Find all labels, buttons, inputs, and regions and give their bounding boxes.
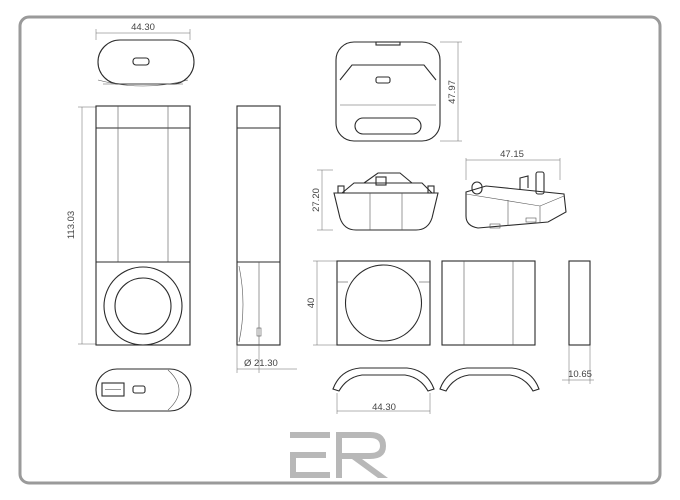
bottom-view: [95, 368, 192, 412]
er-logo: [290, 432, 388, 478]
dim-side-width: 47.15: [500, 149, 524, 160]
dim-thickness: 10.65: [568, 369, 592, 380]
dim-total-height: 113.03: [66, 211, 77, 239]
arch-side-view: [439, 367, 540, 392]
dock-side-view: 27.20: [311, 169, 439, 231]
top-view: 44.30: [95, 22, 195, 87]
cube-front-view: 40: [306, 260, 431, 346]
dock-iso-view: 47.15: [465, 149, 567, 229]
dock-front-view: 47.97: [335, 41, 462, 142]
sheet-border: [18, 15, 662, 485]
dim-cube-height: 40: [306, 298, 317, 309]
front-view: 113.03: [66, 105, 191, 346]
cube-side-view: [441, 260, 536, 346]
dim-side-height: 27.20: [311, 188, 322, 212]
dim-top-width: 44.30: [131, 22, 155, 33]
cube-edge-view: 10.65: [562, 260, 594, 384]
arch-front-view: 44.30: [332, 367, 435, 414]
dim-diameter: Ø 21.30: [244, 358, 278, 369]
dim-dock-height: 47.97: [447, 80, 458, 104]
dim-cube-width: 44.30: [372, 402, 396, 413]
side-view: Ø 21.30: [236, 105, 297, 373]
